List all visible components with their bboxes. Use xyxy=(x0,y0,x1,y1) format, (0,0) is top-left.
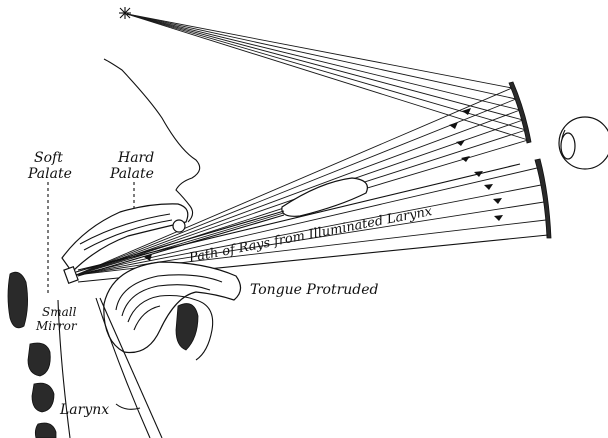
spine xyxy=(8,272,56,438)
tongue xyxy=(104,262,241,360)
hard-palate-label-line2: Palate xyxy=(109,166,154,182)
small-mirror xyxy=(64,267,78,284)
soft-palate-label-line1: Soft xyxy=(34,150,63,166)
hard-palate-label-line1: Hard xyxy=(117,150,154,166)
light-source-star-icon xyxy=(119,7,131,19)
soft-palate-label-line2: Palate xyxy=(27,166,72,182)
larynx-label: Larynx xyxy=(59,402,109,418)
incident-rays xyxy=(127,14,528,140)
eye-icon xyxy=(559,117,608,169)
small-mirror-label-line1: Small xyxy=(42,305,77,319)
head-mirror xyxy=(509,82,551,238)
small-mirror-label-line2: Mirror xyxy=(35,319,78,333)
face-profile xyxy=(104,59,200,222)
tongue-label: Tongue Protruded xyxy=(250,282,379,298)
